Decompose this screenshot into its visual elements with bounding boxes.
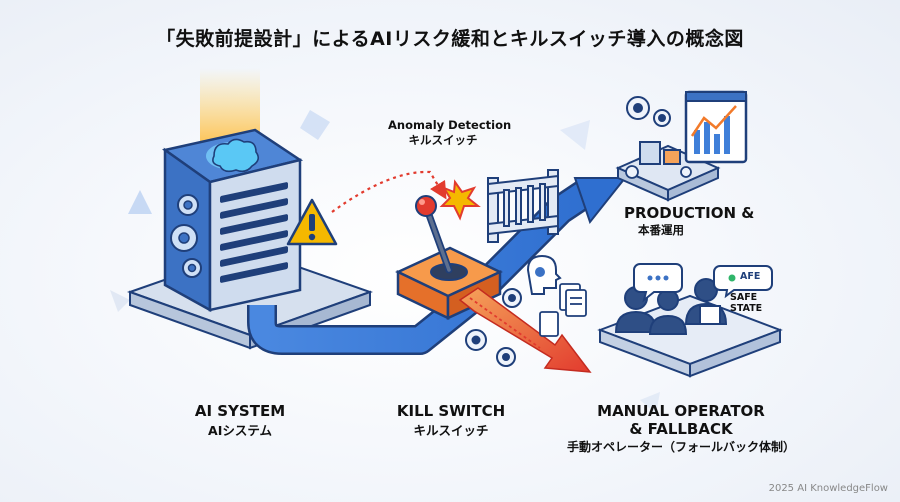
fence-gate [487,169,559,243]
warning-icon [286,198,338,246]
production-label-ja: 本番運用 [638,223,684,237]
head-gear-icon [526,254,562,295]
document-icons [539,283,587,337]
manual-fallback-label: MANUAL OPERATOR & FALLBACK 手動オペレーター（フォール… [556,402,806,455]
safe-state-badge [713,265,773,299]
gears-icon [626,96,671,127]
manual-label-en2: & FALLBACK [629,420,733,438]
operator-team-icon [614,278,728,335]
safe-state-line2: STATE [730,303,763,314]
ai-system-label-ja: AIシステム [208,423,272,438]
manual-label-ja: 手動オペレーター（フォールバック体制） [566,440,795,454]
ai-server [161,128,304,313]
anomaly-label-ja: キルスイッチ [408,133,478,147]
chart-monitor-icon [684,90,748,164]
anomaly-signal-line [331,170,447,213]
ai-system-label-en: AI SYSTEM [194,402,286,420]
chat-bubble-icon [633,263,683,303]
spark-icon [439,179,481,221]
process-gears [465,288,522,367]
kill-switch-label-en: KILL SWITCH [396,402,506,420]
production-label-en: PRODUCTION & [624,204,755,222]
anomaly-label-en: Anomaly Detection [388,118,512,132]
fallback-arrow [458,287,592,373]
kill-switch-label: KILL SWITCH キルスイッチ [386,402,516,439]
background-decor [110,110,660,414]
flow-path [247,177,628,355]
manual-label-en1: MANUAL OPERATOR [597,402,765,420]
kill-switch-label-ja: キルスイッチ [413,423,489,438]
page-title: 「失敗前提設計」によるAIリスク緩和とキルスイッチ導入の概念図 [156,28,744,50]
safe-state-label: SAFE STATE [730,292,762,314]
safe-state-line1: SAFE [730,292,758,303]
footer-credit: 2025 AI KnowledgeFlow [768,483,888,494]
ai-system-label: AI SYSTEM AIシステム [180,402,300,439]
production-label: PRODUCTION & 本番運用 [624,204,754,238]
anomaly-label: Anomaly Detection キルスイッチ [388,118,512,148]
safe-badge-text: AFE [740,271,761,282]
